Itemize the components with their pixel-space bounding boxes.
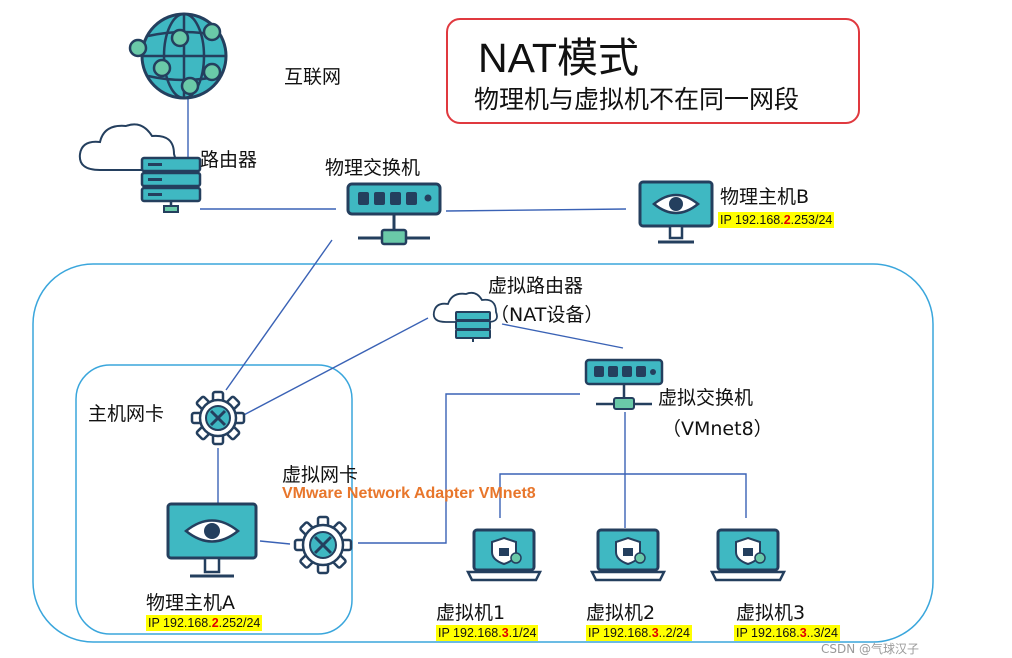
- host-machine-region: [75, 364, 353, 635]
- virtual-router-sublabel: （NAT设备）: [490, 304, 604, 326]
- link-hostnic-vrouter: [237, 317, 429, 419]
- host-nic-label: 主机网卡: [88, 403, 165, 425]
- physical-switch-icon: [346, 182, 442, 246]
- diagram-title: NAT模式: [478, 35, 639, 81]
- virtual-nic-adapter-name: VMware Network Adapter VMnet8: [282, 485, 536, 502]
- vm1-laptop-icon: [465, 528, 543, 582]
- physical-switch-label: 物理交换机: [325, 157, 421, 179]
- virtual-switch-label: 虚拟交换机: [658, 387, 754, 409]
- virtual-router-label: 虚拟路由器: [488, 275, 584, 297]
- virtual-nic-label: 虚拟网卡: [282, 464, 359, 486]
- host-a-ip: IP 192.168.2.252/24: [146, 615, 263, 631]
- host-b-monitor-icon: [638, 180, 714, 244]
- link-vnic-vswitch: [358, 393, 580, 544]
- vm2-laptop-icon: [589, 528, 667, 582]
- host-nic-gear-icon: [190, 390, 246, 446]
- link-switch-hostnic: [225, 239, 333, 391]
- vm3-subnet: 3: [799, 626, 807, 640]
- vm2-subnet: 3: [651, 626, 659, 640]
- vm3-ip: IP 192.168.3..3/24: [734, 625, 840, 641]
- virtual-switch-icon: [584, 358, 664, 410]
- host-b-subnet: 2: [783, 213, 791, 227]
- vm1-ip: IP 192.168.3.1/24: [436, 625, 539, 641]
- virtual-nic-gear-icon: [293, 515, 353, 575]
- globe-icon: [128, 12, 228, 100]
- router-label: 路由器: [200, 149, 258, 171]
- vm1-subnet: 3: [501, 626, 509, 640]
- vm2-ip: IP 192.168.3..2/24: [586, 625, 692, 641]
- watermark: CSDN @气球汉子: [821, 642, 920, 656]
- virtual-network-region: [32, 263, 934, 643]
- link-vrouter-vswitch: [501, 323, 624, 349]
- vm2-label: 虚拟机2: [586, 602, 656, 624]
- router-icon: [78, 123, 202, 213]
- host-a-label: 物理主机A: [146, 592, 235, 614]
- vm3-label: 虚拟机3: [736, 602, 806, 624]
- host-b-label: 物理主机B: [720, 186, 810, 208]
- vm3-laptop-icon: [709, 528, 787, 582]
- host-b-ip: IP 192.168.2.253/24: [718, 212, 835, 228]
- virtual-router-icon: [432, 291, 498, 342]
- vm1-label: 虚拟机1: [436, 602, 506, 624]
- diagram-subtitle: 物理机与虚拟机不在同一网段: [474, 85, 800, 114]
- virtual-switch-sublabel: （VMnet8）: [662, 418, 773, 440]
- internet-label: 互联网: [284, 66, 342, 88]
- host-a-subnet: 2: [211, 616, 219, 630]
- link-hosta-vnic: [259, 540, 291, 545]
- link-switch-hostb: [445, 208, 627, 212]
- link-vm-bus: [499, 473, 747, 518]
- title-box: [446, 18, 860, 124]
- host-a-monitor-icon: [166, 502, 258, 578]
